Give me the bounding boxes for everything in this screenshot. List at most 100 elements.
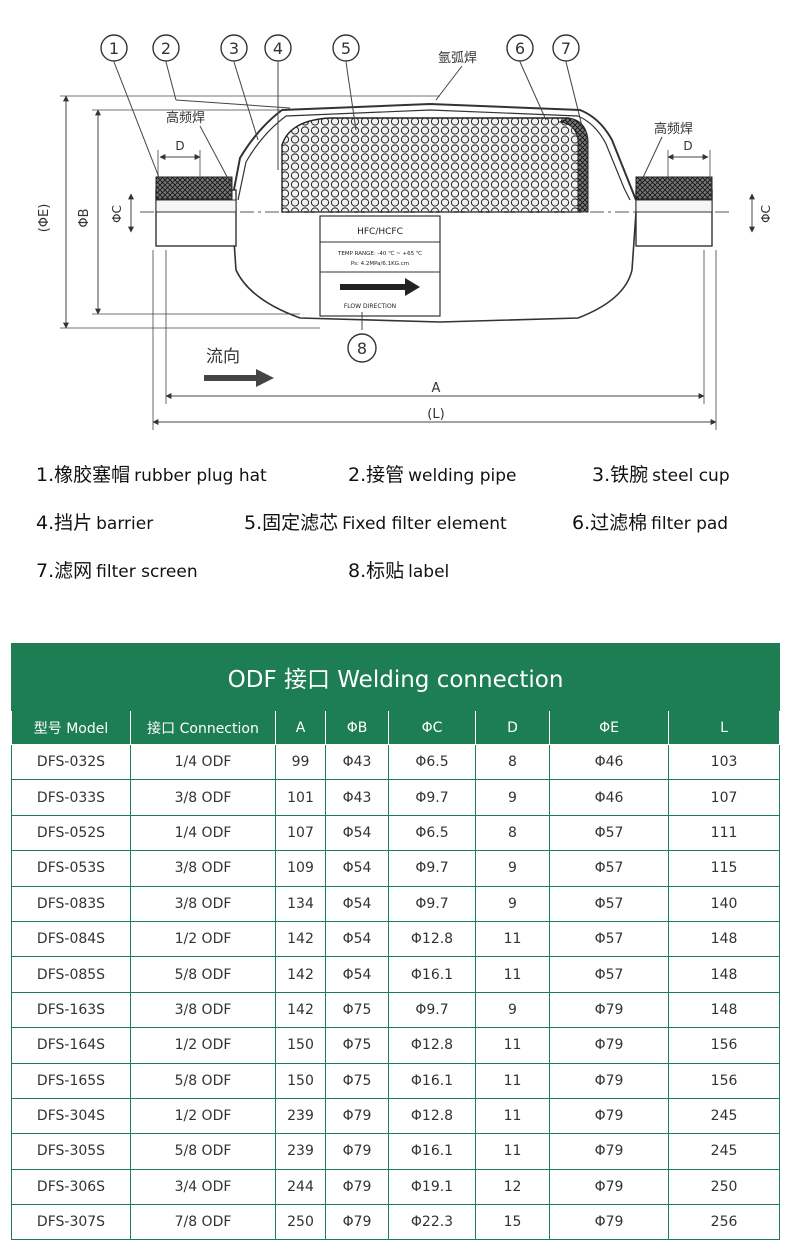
svg-text:2: 2: [161, 39, 171, 58]
cell-d: 8: [475, 743, 550, 781]
cell-c: Φ12.8: [388, 920, 476, 958]
cell-model: DFS-307S: [11, 1204, 131, 1241]
cell-d: 11: [475, 1097, 550, 1135]
cell-a: 239: [275, 1097, 326, 1135]
cell-c: Φ6.5: [388, 743, 476, 781]
cell-model: DFS-085S: [11, 956, 131, 993]
label-flow-text: FLOW DIRECTION: [344, 303, 396, 310]
label-line-1: TEMP RANGE: -40 ℃ ~ +65 ℃: [337, 250, 422, 257]
callout-5: 5: [332, 34, 360, 62]
cell-a: 250: [275, 1204, 326, 1241]
cell-c: Φ9.7: [388, 885, 476, 922]
dim-l-label: (L): [427, 407, 444, 422]
svg-text:4: 4: [273, 39, 283, 58]
cell-b: Φ43: [325, 743, 389, 781]
filter-drier-diagram: HFC/HCFC TEMP RANGE: -40 ℃ ~ +65 ℃ Ps: 4…: [0, 0, 790, 440]
cell-connection: 5/8 ODF: [130, 956, 276, 993]
cell-model: DFS-304S: [11, 1097, 131, 1135]
cell-d: 9: [475, 779, 550, 816]
cell-b: Φ75: [325, 1027, 389, 1064]
cell-l: 148: [667, 991, 781, 1029]
cell-b: Φ54: [325, 814, 389, 852]
cell-c: Φ6.5: [388, 814, 476, 852]
cell-e: Φ79: [549, 1062, 669, 1099]
cell-connection: 3/8 ODF: [130, 779, 276, 816]
left-plug-hat: [155, 176, 233, 200]
cell-c: Φ9.7: [388, 850, 476, 887]
cell-e: Φ79: [549, 1027, 669, 1064]
cell-e: Φ57: [549, 850, 669, 887]
header-model: 型号 Model: [11, 710, 131, 745]
dim-d-left-label: D: [175, 139, 184, 153]
cell-e: Φ57: [549, 956, 669, 993]
cell-connection: 5/8 ODF: [130, 1133, 276, 1170]
cell-c: Φ22.3: [388, 1204, 476, 1241]
label-title: HFC/HCFC: [357, 227, 403, 237]
callout-3: 3: [220, 34, 248, 62]
header-e: ΦE: [549, 710, 669, 745]
svg-text:5: 5: [341, 39, 351, 58]
cell-a: 150: [275, 1027, 326, 1064]
svg-text:1: 1: [109, 39, 119, 58]
cell-b: Φ54: [325, 850, 389, 887]
cell-l: 115: [667, 850, 781, 887]
cell-c: Φ9.7: [388, 991, 476, 1029]
cell-model: DFS-033S: [11, 779, 131, 816]
cell-l: 140: [667, 885, 781, 922]
label-line-2: Ps: 4.2MPa/6.1KG.cm: [351, 261, 409, 267]
cell-l: 111: [667, 814, 781, 852]
callout-4: 4: [264, 34, 292, 62]
dim-e-label: (ΦE): [37, 204, 52, 233]
cell-b: Φ75: [325, 991, 389, 1029]
cell-connection: 1/2 ODF: [130, 1097, 276, 1135]
svg-text:7: 7: [561, 39, 571, 58]
hf-weld-right-label: 高频焊: [654, 121, 693, 137]
cell-l: 148: [667, 956, 781, 993]
cell-a: 107: [275, 814, 326, 852]
cell-l: 245: [667, 1133, 781, 1170]
cell-d: 11: [475, 920, 550, 958]
cell-d: 11: [475, 1133, 550, 1170]
flow-direction-label: 流向: [206, 347, 240, 367]
dim-a-label: A: [432, 381, 441, 396]
cell-c: Φ9.7: [388, 779, 476, 816]
cell-d: 9: [475, 850, 550, 887]
cell-model: DFS-305S: [11, 1133, 131, 1170]
cell-c: Φ16.1: [388, 1062, 476, 1099]
header-a: A: [275, 710, 326, 745]
callout-8: 8: [347, 333, 377, 363]
cell-connection: 5/8 ODF: [130, 1062, 276, 1099]
filter-element: [281, 117, 581, 213]
cell-model: DFS-053S: [11, 850, 131, 887]
product-label: [319, 215, 441, 317]
cell-connection: 1/2 ODF: [130, 1027, 276, 1064]
cell-c: Φ16.1: [388, 956, 476, 993]
cell-d: 12: [475, 1168, 550, 1206]
cell-d: 11: [475, 1062, 550, 1099]
argon-weld-label: 氩弧焊: [438, 50, 477, 66]
cell-model: DFS-306S: [11, 1168, 131, 1206]
callout-2: 2: [152, 34, 180, 62]
cell-d: 9: [475, 885, 550, 922]
cell-b: Φ54: [325, 920, 389, 958]
flow-arrow-icon: [204, 369, 274, 387]
cell-connection: 3/4 ODF: [130, 1168, 276, 1206]
cell-c: Φ12.8: [388, 1027, 476, 1064]
cell-e: Φ79: [549, 1168, 669, 1206]
cell-e: Φ46: [549, 743, 669, 781]
cell-model: DFS-163S: [11, 991, 131, 1029]
cell-b: Φ79: [325, 1168, 389, 1206]
cell-e: Φ79: [549, 1204, 669, 1241]
